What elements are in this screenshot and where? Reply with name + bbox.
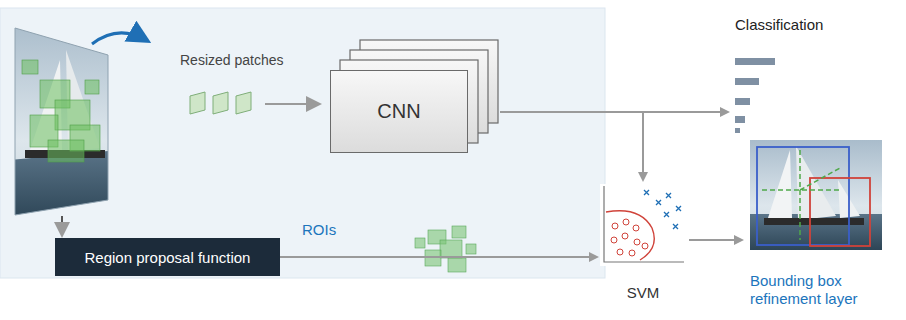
panel: [0, 8, 605, 278]
result-photo: [750, 140, 882, 250]
svm-plot: [600, 184, 686, 266]
photo: [10, 20, 120, 220]
down-arrow: [61, 216, 63, 234]
connector: [500, 112, 643, 180]
roi-patches: [415, 226, 476, 272]
classification-node: Classification: [728, 16, 878, 135]
node-text: CNN: [377, 100, 420, 123]
node-text: Bounding box refinement layer: [750, 272, 870, 308]
bbox-node: Bounding box refinement layer: [742, 138, 900, 310]
process-box: Region proposal function: [55, 238, 280, 276]
node-text: Region proposal function: [85, 249, 251, 266]
curved-arrow: [92, 33, 146, 44]
bar-icon: [735, 58, 775, 133]
patch-arrow: [265, 103, 318, 105]
node-text: Classification: [735, 16, 823, 33]
connector: [280, 256, 597, 258]
text-label: Resized patches: [180, 52, 284, 68]
edge-label: ROIs: [300, 221, 338, 238]
patches: [190, 92, 251, 114]
svm-node: SVM: [597, 180, 689, 305]
connector: [689, 239, 742, 241]
cnn-box: CNN: [330, 70, 468, 153]
node-text: SVM: [627, 284, 660, 301]
